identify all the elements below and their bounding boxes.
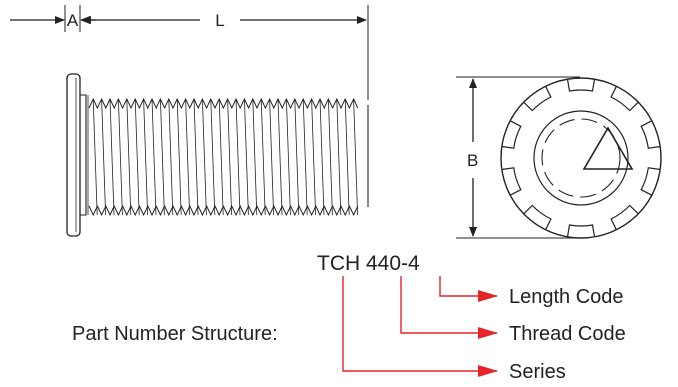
stud-end-view [500, 77, 662, 239]
dimension-b-label: B [467, 151, 478, 170]
thread-flank-line [134, 98, 140, 216]
series-label: Series [509, 361, 566, 383]
part-number-structure-label: Part Number Structure: [72, 323, 278, 345]
part-number: TCH 440-4 [317, 252, 420, 275]
callout-leaders [342, 276, 498, 377]
end-view-thread-circle [541, 118, 621, 198]
thread-flank-line [328, 98, 333, 216]
thread-flank-line [109, 98, 115, 216]
thread-top-profile [88, 97, 359, 110]
thread-flank-line [353, 98, 358, 216]
thread-code-label: Thread Code [509, 323, 626, 345]
thread-flank-line [210, 98, 216, 216]
thread-flank-line [311, 98, 316, 216]
dimension-l-label: L [215, 11, 224, 30]
end-view-outer-circle [500, 77, 662, 239]
series-leader [342, 276, 498, 377]
serration-tooth [610, 86, 639, 112]
thread-flank-line [319, 98, 325, 216]
thread-code-leader [400, 276, 498, 339]
head-shoulder [80, 94, 87, 216]
thread-flank-line [168, 98, 174, 216]
thread-flank-line [160, 98, 165, 216]
thread-flank-line [92, 98, 98, 216]
thread-flanks [92, 98, 358, 216]
length-code-leader [439, 276, 498, 302]
thread-bottom-profile [88, 204, 359, 217]
end-view-inner-circle [533, 110, 629, 206]
serration-tooth [640, 167, 661, 196]
thread-flank-line [227, 98, 232, 216]
thread-flank-line [126, 98, 132, 216]
thread-flank-line [101, 98, 106, 216]
thread-flank-line [185, 98, 190, 216]
thread-flank-line [336, 98, 342, 216]
stud-head [66, 73, 81, 237]
end-view-serrations [501, 79, 661, 237]
serration-tooth [501, 167, 522, 196]
serration-tooth [640, 120, 661, 149]
serration-tooth [523, 204, 552, 230]
thread-flank-line [118, 98, 123, 216]
serration-tooth [501, 120, 522, 149]
thread-flank-line [302, 98, 308, 216]
thread-flank-line [218, 98, 224, 216]
thread-flank-line [286, 98, 291, 216]
thread-flank-line [294, 98, 300, 216]
dimension-l: L [81, 5, 369, 100]
serration-tooth [610, 204, 639, 230]
triangle-mark [582, 126, 634, 170]
serration-tooth [523, 86, 552, 112]
stud-side-view [66, 73, 369, 237]
thread-flank-line [176, 98, 182, 216]
thread-flank-line [143, 98, 148, 216]
thread-flank-line [202, 98, 207, 216]
dimension-b: B [456, 76, 580, 239]
thread-flank-line [277, 98, 283, 216]
thread-flank-line [151, 98, 157, 216]
thread-flank-line [244, 98, 249, 216]
length-code-label: Length Code [509, 286, 624, 308]
thread-flank-line [344, 98, 350, 216]
dimension-a-label: A [67, 11, 79, 30]
serration-tooth [566, 79, 596, 92]
thread-flank-line [252, 98, 258, 216]
thread-flank-line [269, 98, 274, 216]
serration-tooth [566, 224, 596, 237]
thread-flank-line [235, 98, 241, 216]
thread-flank-line [260, 98, 266, 216]
thread-flank-line [193, 98, 199, 216]
dimension-a: A [10, 5, 96, 32]
